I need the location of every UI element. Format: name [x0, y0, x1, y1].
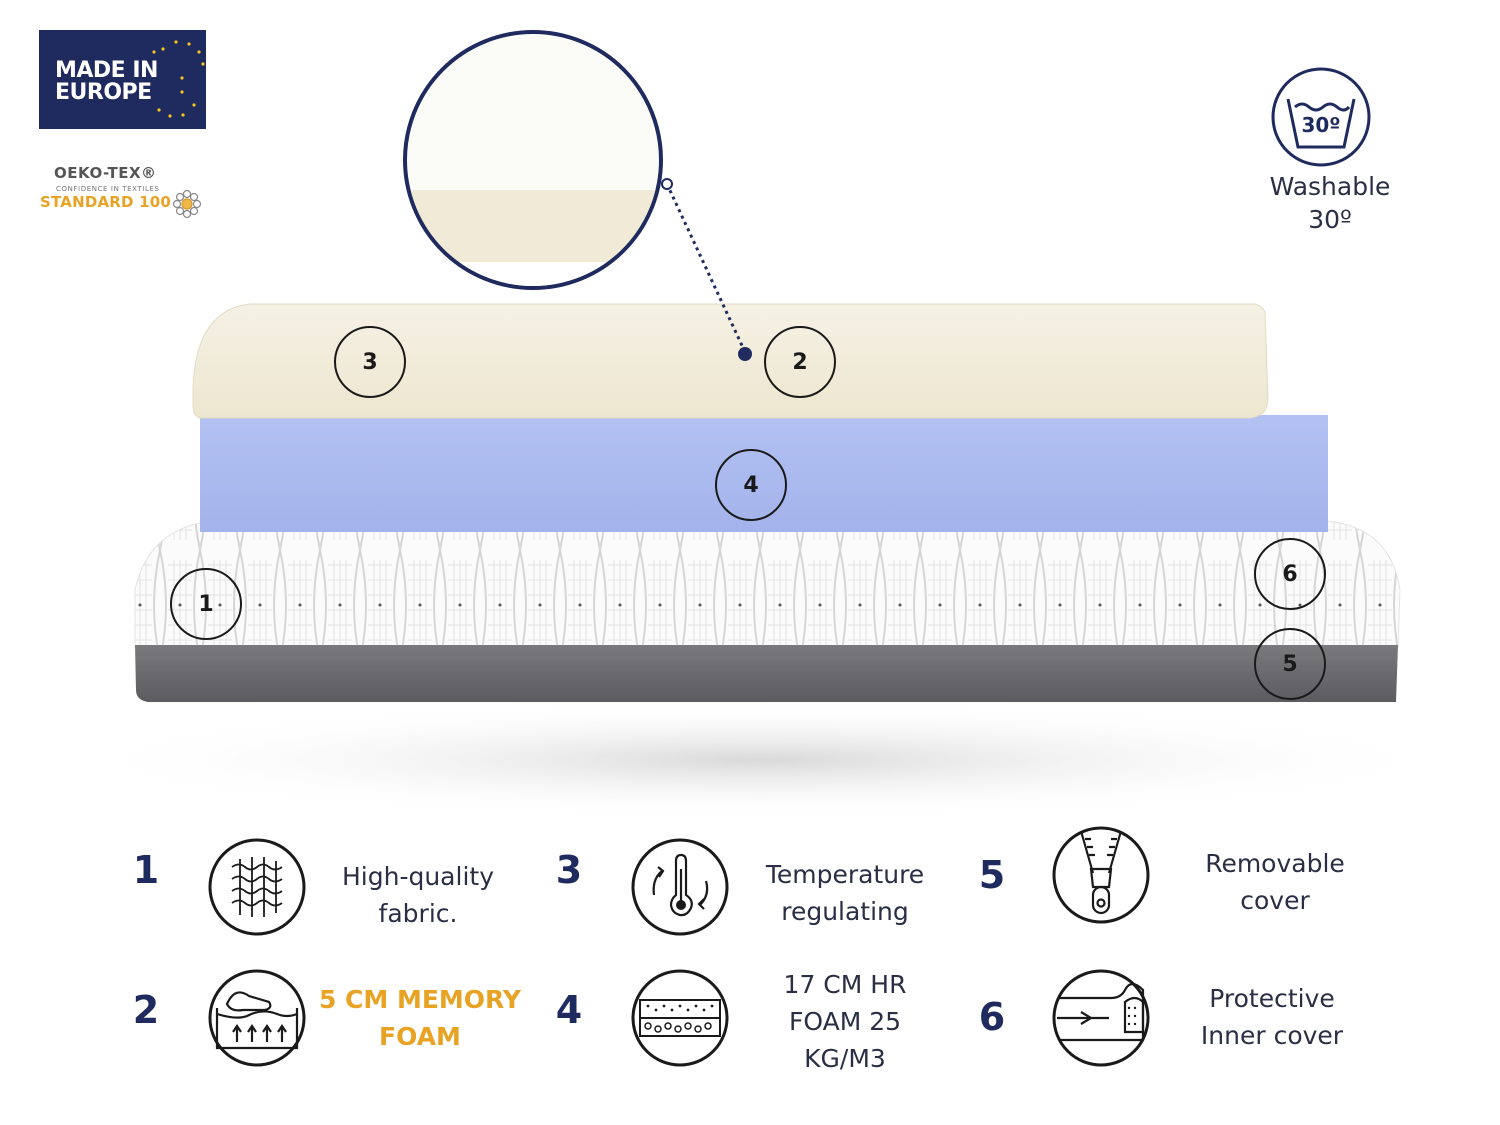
eu-line-2: EUROPE [55, 80, 152, 105]
mattress-illustration [60, 30, 1460, 820]
marker-2: 2 [764, 326, 836, 398]
eu-badge-text: MADE IN EUROPE [55, 60, 158, 104]
thermometer-icon [631, 838, 729, 936]
feature-2-text: 5 CM MEMORY FOAM [305, 981, 535, 1055]
marker-3: 3 [334, 326, 406, 398]
feature-3-number: 3 [555, 848, 583, 892]
made-in-europe-badge: MADE IN EUROPE [39, 30, 206, 129]
feature-6-line-1: Protective [1209, 984, 1335, 1013]
feature-1-line-1: High-quality [341, 862, 494, 891]
marker-1-label: 1 [198, 591, 214, 617]
feature-2-line-1: 5 CM MEMORY [318, 985, 522, 1014]
feature-3-line-1: Temperature [765, 860, 925, 889]
grey-base-layer [135, 645, 1398, 702]
oeko-flower-icon [172, 189, 202, 219]
eu-line-1: MADE IN [55, 58, 158, 83]
mattress-shadow [60, 700, 1460, 820]
feature-2-number: 2 [132, 988, 160, 1032]
oeko-tex-badge: OEKO-TEX® CONFIDENCE IN TEXTILES STANDAR… [40, 164, 215, 224]
feature-6-line-2: Inner cover [1200, 1021, 1344, 1050]
washable-icon: 30º [1271, 67, 1371, 171]
marker-6: 6 [1254, 538, 1326, 610]
feature-3-line-2: regulating [781, 897, 909, 926]
quilted-fabric-layer [134, 519, 1401, 649]
marker-4-label: 4 [743, 472, 759, 498]
zoom-pointer-line [665, 183, 747, 353]
marker-3-label: 3 [362, 349, 378, 375]
washable-line-2: 30º [1308, 205, 1352, 234]
foam-layers-icon [631, 969, 729, 1067]
oeko-subtitle: CONFIDENCE IN TEXTILES [56, 185, 160, 193]
memory-foam-topper [192, 303, 1269, 419]
marker-2-label: 2 [792, 349, 808, 375]
feature-4-line-1: 17 CM HR [783, 970, 907, 999]
zipper-icon [1052, 826, 1150, 924]
wash-temperature: 30º [1301, 113, 1341, 137]
eu-stars-icon [152, 40, 205, 118]
fabric-icon [208, 838, 306, 936]
feature-1-number: 1 [132, 848, 160, 892]
feature-4-line-2: FOAM 25 [788, 1007, 902, 1036]
marker-1: 1 [170, 568, 242, 640]
marker-4: 4 [715, 449, 787, 521]
memory-foam-icon [208, 969, 306, 1067]
feature-5-line-1: Removable [1205, 849, 1345, 878]
feature-5-line-2: cover [1240, 886, 1310, 915]
marker-5: 5 [1254, 628, 1326, 700]
feature-4-line-3: KG/M3 [804, 1044, 886, 1073]
marker-5-label: 5 [1282, 651, 1298, 677]
feature-5-text: Removable cover [1175, 845, 1375, 919]
marker-6-label: 6 [1282, 561, 1298, 587]
feature-5-number: 5 [978, 853, 1006, 897]
feature-4-number: 4 [555, 988, 583, 1032]
feature-1-text: High-quality fabric. [318, 858, 518, 932]
washable-line-1: Washable [1269, 172, 1391, 201]
washable-label: Washable 30º [1255, 170, 1405, 236]
feature-2-line-2: FOAM [379, 1022, 461, 1051]
oeko-title: OEKO-TEX® [54, 164, 157, 182]
zoom-pointer-start [661, 178, 673, 190]
feature-4-text: 17 CM HR FOAM 25 KG/M3 [745, 966, 945, 1077]
feature-3-text: Temperature regulating [745, 856, 945, 930]
feature-6-number: 6 [978, 995, 1006, 1039]
feature-6-text: Protective Inner cover [1172, 980, 1372, 1054]
oeko-standard: STANDARD 100 [40, 193, 172, 211]
zoom-pointer-end [738, 347, 752, 361]
inner-cover-icon [1052, 969, 1150, 1067]
feature-1-line-2: fabric. [378, 899, 458, 928]
